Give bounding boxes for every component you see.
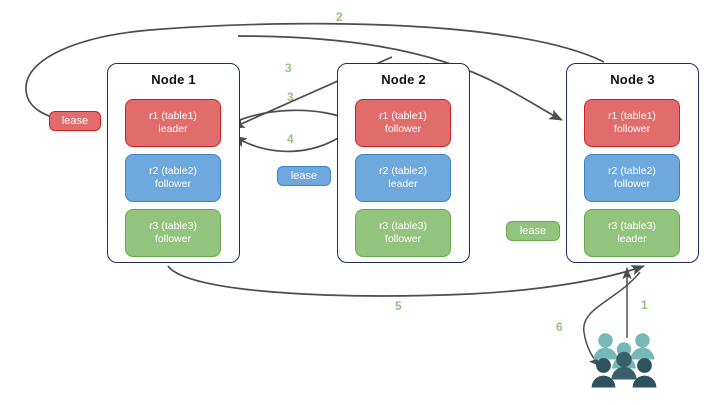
replica-role: follower [154,233,192,245]
node-box-node3[interactable]: Node 3 r1 (table1) follower r2 (table2) … [566,63,699,263]
step-label-5: 5 [395,299,402,313]
arrow-step-6 [583,271,641,367]
arrow-step-2 [25,22,605,125]
replica-n3-r3[interactable]: r3 (table3) leader [584,209,680,257]
step-label-4: 4 [287,132,294,146]
replica-n1-r3[interactable]: r3 (table3) follower [125,209,221,257]
replica-n2-r2[interactable]: r2 (table2) leader [355,154,451,202]
step-label-3b: 3 [287,90,294,104]
node-title: Node 2 [381,72,426,87]
replica-role: follower [384,123,422,135]
step-label-1: 1 [641,298,648,312]
replica-name: r1 (table1) [608,110,656,122]
replica-n3-r2[interactable]: r2 (table2) follower [584,154,680,202]
replica-role: follower [613,123,651,135]
replica-name: r2 (table2) [379,165,427,177]
arrow-step-4 [233,125,355,153]
replica-role: leader [388,178,418,190]
node-title: Node 3 [610,72,655,87]
lease-chip-r3[interactable]: lease [506,221,560,241]
replica-name: r3 (table3) [379,220,427,232]
replica-name: r2 (table2) [149,165,197,177]
users-group-icon [591,333,657,388]
replica-role: follower [154,178,192,190]
replica-role: leader [617,233,647,245]
node-box-node1[interactable]: Node 1 r1 (table1) leader r2 (table2) fo… [107,63,240,263]
replica-n2-r3[interactable]: r3 (table3) follower [355,209,451,257]
replica-role: follower [384,233,422,245]
replica-name: r1 (table1) [379,110,427,122]
arrow-step-3 [225,109,353,127]
replica-n1-r2[interactable]: r2 (table2) follower [125,154,221,202]
step-label-2: 2 [336,10,343,24]
step-label-3a: 3 [285,61,292,75]
replica-name: r3 (table3) [608,220,656,232]
replica-role: leader [158,123,188,135]
replica-name: r3 (table3) [149,220,197,232]
lease-chip-r2[interactable]: lease [277,166,331,186]
step-label-6: 6 [556,320,563,334]
replica-n2-r1[interactable]: r1 (table1) follower [355,99,451,147]
replica-name: r1 (table1) [149,110,197,122]
replica-n3-r1[interactable]: r1 (table1) follower [584,99,680,147]
replica-role: follower [613,178,651,190]
arrow-step-5 [167,265,645,297]
lease-chip-r1[interactable]: lease [49,111,101,131]
replica-name: r2 (table2) [608,165,656,177]
replica-n1-r1[interactable]: r1 (table1) leader [125,99,221,147]
node-title: Node 1 [151,72,196,87]
node-box-node2[interactable]: Node 2 r1 (table1) follower r2 (table2) … [337,63,470,263]
